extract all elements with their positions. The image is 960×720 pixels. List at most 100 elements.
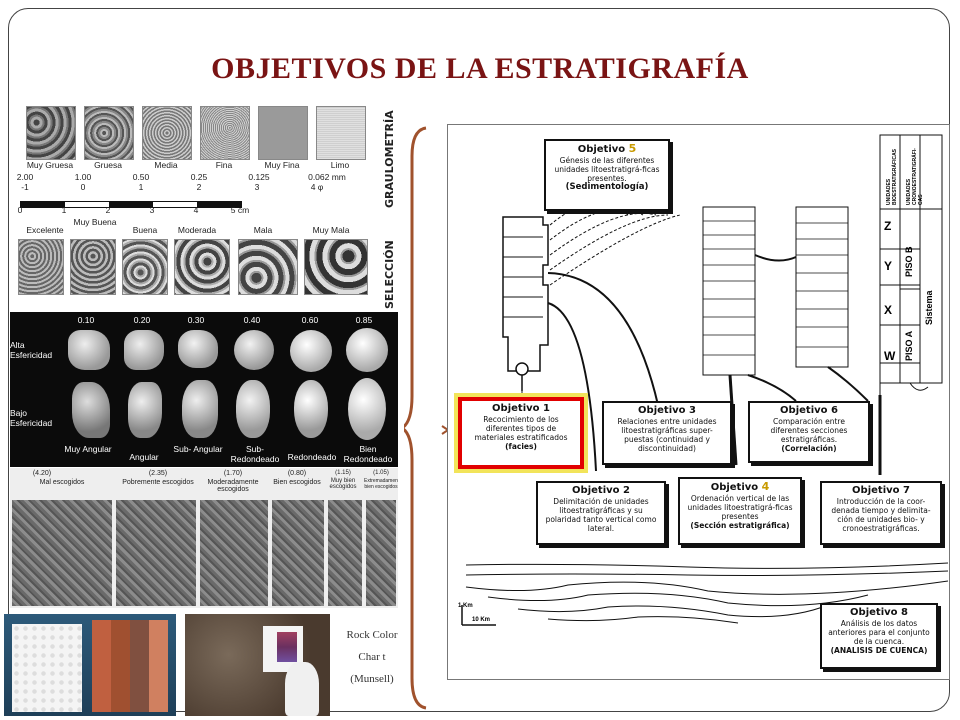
objective-title: Objetivo 1 — [492, 403, 550, 414]
objective-text: Ordenación vertical de las unidades lito… — [687, 494, 793, 521]
objective-tag: (facies) — [505, 442, 537, 451]
objective-text: Análisis de los datos anteriores para el… — [828, 619, 930, 646]
vertical-scale: 1 Km — [458, 603, 473, 609]
munsell-page-right — [92, 620, 168, 712]
roundness-value: 0.40 — [243, 315, 261, 325]
sorting-class: Buena — [132, 225, 158, 235]
column-header: UNIDADES CRONOESTRATIGRÁFI-CAS — [906, 148, 924, 205]
roundness-value: 0.10 — [77, 315, 95, 325]
sorting-class: Moderada — [177, 225, 217, 235]
grain-low-3 — [182, 380, 218, 438]
objective-title: Objetivo 3 — [638, 405, 696, 416]
phi-value: 0 — [80, 182, 86, 192]
roundness-value: 0.30 — [187, 315, 205, 325]
objective-text: Delimitación de unidades litoestratigráf… — [545, 497, 657, 533]
grain-low-5 — [294, 380, 328, 438]
scale-bar — [20, 201, 242, 208]
sorting-sample-4 — [174, 239, 230, 295]
scale-tick: 5 cm — [230, 205, 250, 214]
scale-tick: 2 — [105, 205, 111, 214]
objective-title: Objetivo 2 — [572, 485, 630, 496]
horizontal-scale: 10 Km — [472, 617, 491, 623]
objective-number: 5 — [628, 142, 637, 155]
sorting-sample-5 — [238, 239, 298, 295]
caption-line: Char t — [358, 651, 386, 663]
objective-text: Recocimiento de los diferentes tipos de … — [474, 415, 568, 442]
grain-class: Muy Fina — [264, 160, 300, 170]
grain-low-1 — [72, 382, 110, 438]
scale-tick: 1 — [61, 205, 67, 214]
column-header: UNIDADES BIOESTRATIGRÁFICAS — [886, 148, 898, 205]
sorting-photo-label: Moderadamente escogidos — [207, 479, 259, 493]
sediment-texture-plates: GRAULOMETRÍA Muy Gruesa Gruesa Media Fin… — [10, 102, 398, 608]
stratigraphy-objectives-diagram: UNIDADES BIOESTRATIGRÁFICAS UNIDADES CRO… — [447, 124, 950, 680]
grain-low-6 — [348, 378, 386, 440]
sorting-photo-1 — [12, 500, 112, 606]
munsell-chart-photo — [4, 614, 176, 716]
high-sphericity-label: Alta Esfericidad — [10, 340, 53, 360]
roundness-class: Muy Angular — [64, 444, 112, 454]
sorting-photo-label: Extremadamente bien escogidos — [364, 478, 398, 490]
objective-6-box: Objetivo 6 Comparación entre diferentes … — [748, 401, 870, 463]
munsell-page-left — [12, 624, 82, 712]
curly-brace — [404, 126, 450, 710]
objective-title: Objetivo — [710, 482, 759, 493]
sorting-photo-2 — [116, 500, 196, 606]
objective-title: Objetivo 7 — [852, 485, 910, 496]
sorting-photo-value: (0.80) — [287, 470, 307, 477]
diagram-drawing — [461, 134, 949, 626]
roundness-value: 0.20 — [133, 315, 151, 325]
sorting-photo-label: Muy bien escogidos — [329, 478, 357, 490]
scale-tick: 3 — [149, 205, 155, 214]
roundness-class: Bien Redondeado — [343, 444, 393, 464]
grain-sample-1 — [26, 106, 76, 160]
grain-class: Fina — [215, 160, 233, 170]
sorting-sample-3 — [122, 239, 168, 295]
grain-sample-5 — [258, 106, 308, 160]
grain-high-2 — [124, 330, 164, 370]
zone-label: X — [884, 303, 893, 317]
rock-sample-photo — [185, 614, 330, 716]
sorting-photos-panel: (4.20) Mal escogidos (2.35) Pobremente e… — [10, 468, 398, 608]
grain-high-1 — [68, 330, 110, 370]
roundness-value: 0.60 — [301, 315, 319, 325]
grain-class: Limo — [330, 160, 350, 170]
piso-label: PISO B — [904, 246, 914, 277]
sorting-photo-label: Mal escogidos — [39, 479, 85, 486]
mm-value: 0.062 mm — [308, 172, 346, 182]
grain-high-5 — [290, 330, 332, 372]
sorting-photo-5 — [328, 500, 362, 606]
mm-value: 0.25 — [190, 172, 208, 182]
sorting-sample-1 — [18, 239, 64, 295]
sorting-photo-label: Pobremente escogidos — [122, 479, 194, 486]
sorting-photo-value: (1.70) — [223, 470, 243, 477]
mm-value: 2.00 — [16, 172, 34, 182]
roundness-class: Redondeado — [287, 452, 337, 462]
sorting-class: Muy Buena — [73, 217, 117, 227]
mm-value: 0.50 — [132, 172, 150, 182]
roundness-value: 0.85 — [355, 315, 373, 325]
mm-value: 0.125 — [248, 172, 270, 182]
sorting-sample-2 — [70, 239, 116, 295]
objective-2-box: Objetivo 2 Delimitación de unidades lito… — [536, 481, 666, 545]
objective-tag: (Sedimentología) — [565, 182, 649, 192]
roundness-class: Sub- Redondeado — [230, 444, 280, 464]
objective-8-box: Objetivo 8 Análisis de los datos anterio… — [820, 603, 938, 669]
roundness-class: Angular — [129, 452, 159, 462]
sorting-label: SELECCIÓN — [383, 240, 396, 309]
sorting-photo-3 — [200, 500, 268, 606]
grain-sample-4 — [200, 106, 250, 160]
sorting-class: Excelente — [26, 225, 64, 235]
objective-1-box: Objetivo 1 Recocimiento de los diferente… — [458, 397, 584, 469]
grain-sample-2 — [84, 106, 134, 160]
sistema-label: Sistema — [924, 290, 934, 325]
objective-title: Objetivo — [577, 144, 626, 155]
grain-high-4 — [234, 330, 274, 370]
granulometry-panel: GRAULOMETRÍA Muy Gruesa Gruesa Media Fin… — [10, 102, 398, 214]
grain-high-6 — [346, 328, 388, 372]
objective-text: Relaciones entre unidades litoestratigrá… — [617, 417, 717, 453]
grain-high-3 — [178, 330, 218, 368]
gloved-hand — [285, 662, 319, 716]
sorting-class: Muy Mala — [312, 225, 350, 235]
grain-low-4 — [236, 380, 270, 438]
